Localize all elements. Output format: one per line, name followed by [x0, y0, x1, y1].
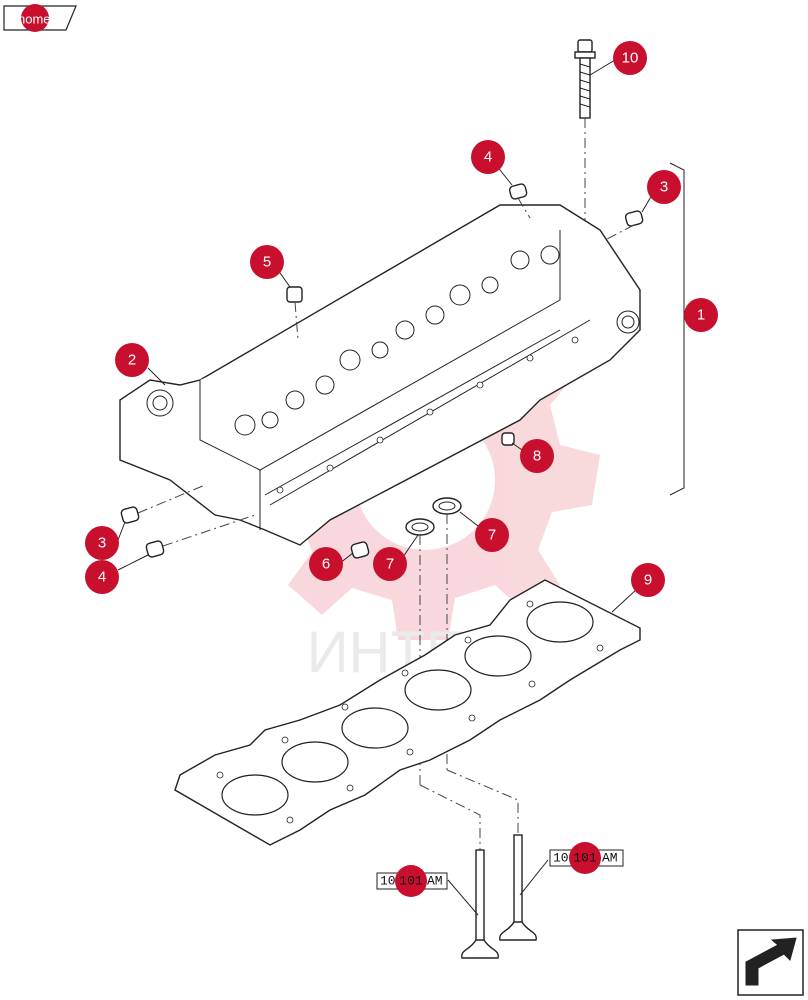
svg-text:1: 1 [697, 307, 705, 324]
plug-3-bottom [120, 506, 140, 524]
ref-link-right[interactable]: 10 AM 101 [549, 842, 624, 874]
svg-text:101: 101 [573, 851, 597, 866]
callout-1[interactable]: 1 [684, 298, 718, 332]
plug-4-top [508, 183, 528, 200]
home-button[interactable]: home [3, 4, 77, 32]
svg-text:3: 3 [98, 535, 106, 552]
callout-5[interactable]: 5 [250, 245, 284, 279]
home-label: home [18, 12, 51, 27]
callout-7-left[interactable]: 7 [373, 547, 407, 581]
head-bolt [574, 39, 596, 119]
callout-4-top[interactable]: 4 [471, 140, 505, 174]
callout-10[interactable]: 10 [613, 41, 647, 75]
plug-3-top [624, 210, 644, 227]
callout-3-bottom[interactable]: 3 [85, 526, 119, 560]
svg-text:AM: AM [427, 874, 443, 889]
callout-6[interactable]: 6 [309, 547, 343, 581]
plug-4-bottom [145, 540, 165, 558]
plug-6 [350, 541, 370, 559]
intake-valve [461, 849, 499, 959]
callout-7-right[interactable]: 7 [475, 518, 509, 552]
callout-3-top[interactable]: 3 [647, 170, 681, 204]
svg-text:7: 7 [386, 556, 394, 573]
svg-text:6: 6 [322, 556, 330, 573]
ref-link-left[interactable]: 10 AM 101 [376, 865, 448, 897]
head-gasket [174, 579, 641, 846]
valve-seal-b [405, 518, 435, 536]
svg-text:8: 8 [533, 448, 541, 465]
svg-text:10: 10 [622, 50, 639, 67]
valve-seal-a [432, 497, 462, 515]
callout-2[interactable]: 2 [115, 343, 149, 377]
svg-text:7: 7 [488, 527, 496, 544]
svg-text:4: 4 [98, 569, 106, 586]
svg-text:AM: AM [602, 851, 618, 866]
callout-9[interactable]: 9 [631, 563, 665, 597]
cylinder-head [119, 204, 641, 546]
svg-text:2: 2 [128, 352, 136, 369]
svg-text:3: 3 [660, 179, 668, 196]
svg-text:4: 4 [484, 149, 492, 166]
callout-4-bottom[interactable]: 4 [85, 560, 119, 594]
dowel-5 [286, 286, 303, 303]
callout-8[interactable]: 8 [520, 439, 554, 473]
svg-text:101: 101 [399, 874, 423, 889]
svg-text:5: 5 [263, 254, 271, 271]
svg-text:10: 10 [553, 851, 569, 866]
svg-text:9: 9 [644, 572, 652, 589]
exhaust-valve [499, 834, 537, 941]
callouts: 10 4 3 5 1 2 8 7 [85, 41, 718, 597]
next-page-arrow-icon[interactable] [737, 929, 804, 996]
assembly-bracket [669, 162, 685, 496]
svg-text:10: 10 [380, 874, 396, 889]
dowel-8 [501, 432, 515, 446]
